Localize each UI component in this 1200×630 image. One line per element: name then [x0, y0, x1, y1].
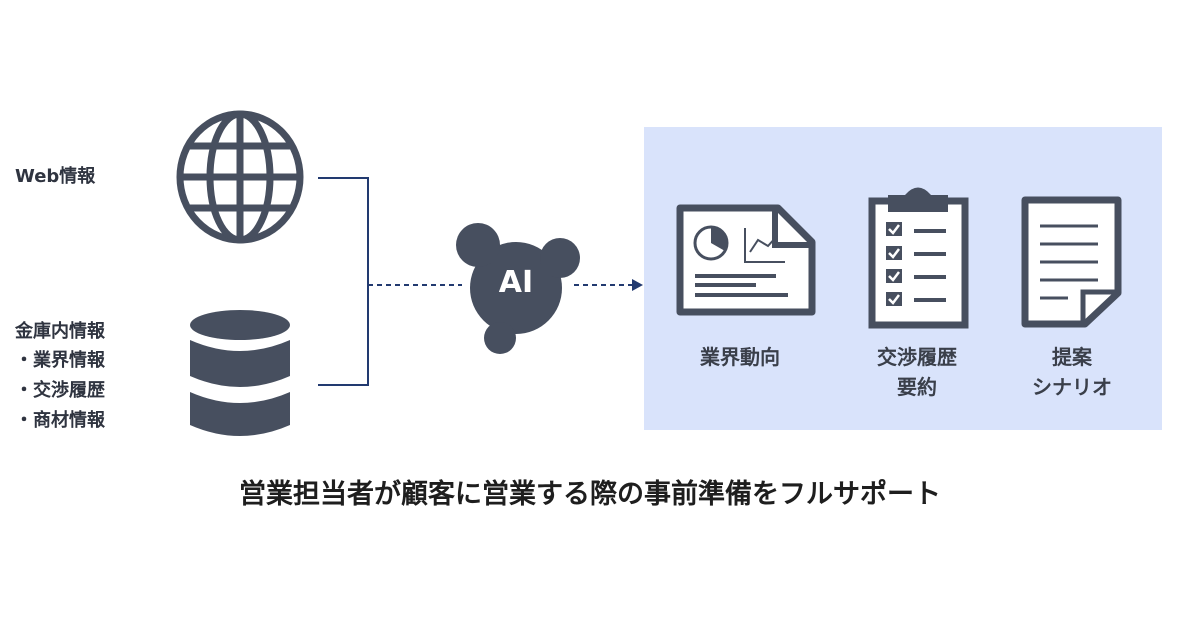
output-label: 提案	[1052, 345, 1092, 369]
globe-icon	[176, 110, 304, 244]
database-icon	[190, 310, 290, 436]
arrow-head-icon	[632, 279, 643, 291]
output-label: 交渉履歴	[877, 345, 957, 369]
output-proposal-scenario: 提案 シナリオ	[1012, 342, 1132, 402]
output-label: シナリオ	[1032, 375, 1112, 399]
internal-item: ・業界情報	[15, 350, 105, 371]
output-label: 要約	[897, 375, 937, 399]
internal-item: ・交渉履歴	[15, 380, 105, 401]
report-icon	[676, 204, 816, 316]
web-info-label: Web情報	[15, 166, 96, 187]
clipboard-checklist-icon	[868, 187, 969, 329]
output-negotiation-summary: 交渉履歴 要約	[857, 342, 977, 402]
ai-blob-icon	[456, 223, 580, 354]
connector-lines	[318, 177, 632, 386]
document-icon	[1021, 196, 1122, 328]
caption: 営業担当者が顧客に営業する際の事前準備をフルサポート	[239, 479, 941, 510]
ai-label: AI	[498, 265, 534, 300]
output-industry-trends: 業界動向	[680, 342, 800, 372]
internal-item: ・商材情報	[15, 410, 105, 431]
internal-info-label: 金庫内情報	[15, 321, 105, 342]
output-label: 業界動向	[700, 345, 780, 369]
